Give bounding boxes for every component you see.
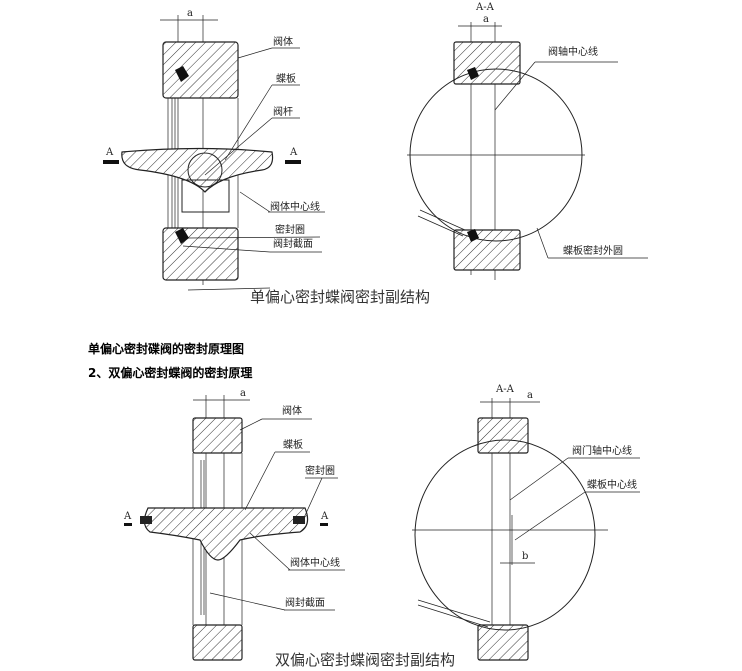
label-body: 阀体	[273, 35, 293, 48]
dim-a-label: a	[240, 388, 246, 399]
section-aa-label: A-A	[475, 2, 495, 13]
label-shaft-centerline: 阀门轴中心线	[572, 444, 632, 457]
label-seal-section: 阀封截面	[285, 596, 325, 609]
dim-a-label: a	[483, 14, 489, 25]
section-marker-a-left: A	[123, 511, 132, 522]
section-aa-label: A-A	[495, 384, 515, 395]
valve-stem	[187, 152, 223, 188]
label-body-centerline: 阀体中心线	[290, 556, 340, 569]
seal-ring-top	[175, 66, 189, 82]
section-marker-a-right: A	[320, 511, 329, 522]
figure1-caption: 单偏心密封蝶阀密封副结构	[250, 288, 430, 306]
valve-body-top	[162, 41, 239, 99]
label-disc-centerline: 蝶板中心线	[587, 478, 637, 491]
label-disc: 蝶板	[276, 72, 296, 85]
butterfly-disc	[121, 147, 274, 193]
label-seal-ring: 密封圈	[275, 223, 305, 236]
label-body: 阀体	[282, 404, 302, 417]
dim-b-label: b	[522, 551, 528, 562]
seal-ring-bottom	[175, 228, 189, 244]
heading-double-offset: 2、双偏心密封蝶阀的密封原理	[88, 366, 253, 380]
section-marker-a-left: A	[105, 147, 114, 158]
label-shaft-centerline: 阀轴中心线	[548, 45, 598, 58]
dim-a-label: a	[187, 8, 193, 19]
label-disc-seal-outer: 蝶板密封外圆	[563, 244, 623, 257]
label-seal-section: 阀封截面	[273, 237, 313, 250]
valve-body-bottom	[162, 227, 239, 281]
fig2-side-view: a A A 阀体 蝶板 密封圈 阀体中心线 阀封截面	[123, 388, 345, 661]
fig1-side-view: a A A 阀体 蝶板 阀杆 阀体中心线 阀封截面 密封圈	[103, 8, 325, 291]
dim-a-label: a	[527, 390, 533, 401]
label-disc: 蝶板	[283, 438, 303, 451]
disc-outline	[414, 439, 596, 631]
fig1-section-view: A-A a 阀轴中心线 蝶板密封外圆 单偏心密封蝶阀密封副结构	[250, 2, 648, 306]
section-marker-a-right: A	[289, 147, 298, 158]
label-stem: 阀杆	[273, 105, 293, 118]
heading-single-offset: 单偏心密封碟阀的密封原理图	[88, 342, 245, 356]
label-seal-ring: 密封圈	[305, 464, 335, 477]
butterfly-disc	[143, 507, 309, 561]
label-body-centerline: 阀体中心线	[270, 200, 320, 213]
figure2-caption: 双偏心密封蝶阀密封副结构	[275, 651, 455, 669]
fig2-section-view: A-A a b 阀门轴中心线 蝶板中心线 双偏心密封蝶阀密封副结构	[275, 384, 640, 669]
